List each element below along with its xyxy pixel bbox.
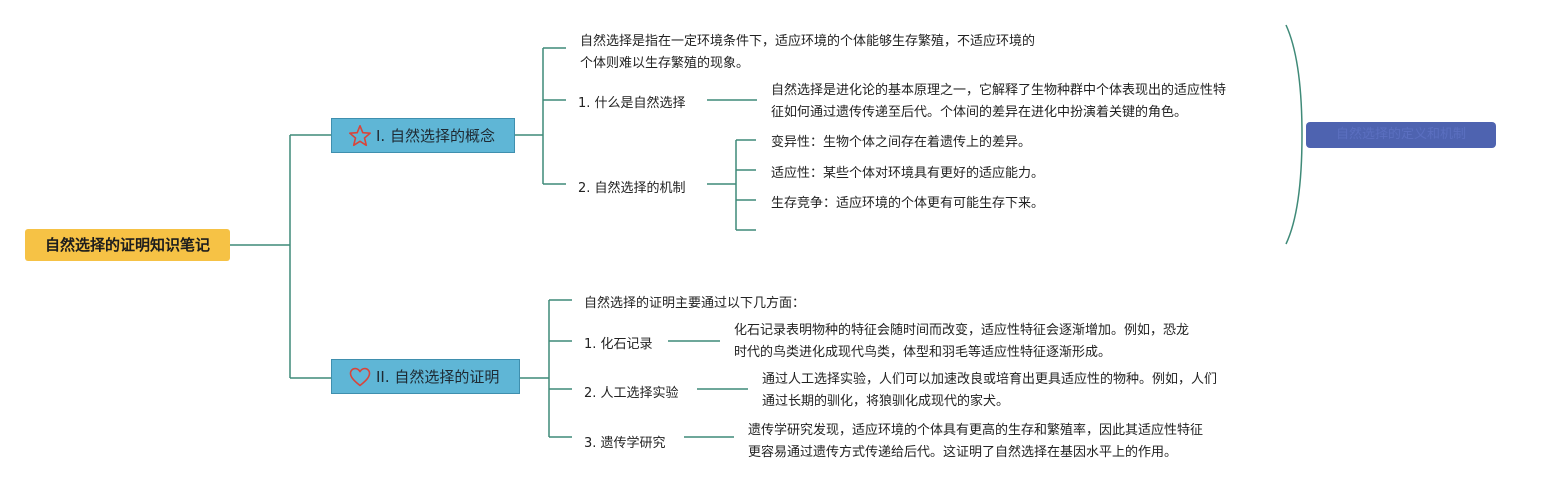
section1-node[interactable]: I. 自然选择的概念 [331,118,515,153]
connector-mechanism [707,139,756,231]
genetics-detail: 遗传学研究发现，适应环境的个体具有更高的生存和繁殖率，因此其适应性特征 更容易通… [748,423,1204,460]
mechanism-item: 适应性：某些个体对环境具有更好的适应能力。 [771,166,1045,181]
mechanism-item: 变异性：生物个体之间存在着遗传上的差异。 [771,135,1032,150]
summary-node[interactable]: 自然选择的定义和机制 [1306,122,1496,148]
section2-intro: 自然选择的证明主要通过以下几方面： [584,296,806,311]
connector-section1 [515,47,566,185]
artificial-label[interactable]: 2. 人工选择实验 [584,386,679,401]
section1-intro: 自然选择是指在一定环境条件下，适应环境的个体能够生存繁殖，不适应环境的 个体则难… [580,34,1036,71]
section1-title: I. 自然选择的概念 [376,127,495,145]
section2-title: II. 自然选择的证明 [376,368,500,386]
what-detail: 自然选择是进化论的基本原理之一，它解释了生物种群中个体表现出的适应性特 征如何通… [771,83,1227,120]
artificial-detail: 通过人工选择实验，人们可以加速改良或培育出更具适应性的物种。例如，人们 通过长期… [762,372,1218,409]
fossil-detail: 化石记录表明物种的特征会随时间而改变，适应性特征会逐渐增加。例如，恐龙 时代的鸟… [734,323,1190,360]
summary-brace [1285,24,1303,245]
root-node[interactable]: 自然选择的证明知识笔记 [25,229,230,261]
genetics-label[interactable]: 3. 遗传学研究 [584,436,666,451]
mechanism-label[interactable]: 2. 自然选择的机制 [578,181,686,196]
heart-icon [348,365,372,389]
connector-root [230,134,331,379]
star-icon [348,124,372,148]
section2-node[interactable]: II. 自然选择的证明 [331,359,520,394]
mechanism-item: 生存竞争：适应环境的个体更有可能生存下来。 [771,196,1045,211]
fossil-label[interactable]: 1. 化石记录 [584,337,653,352]
connector-section2 [520,299,572,438]
what-label[interactable]: 1. 什么是自然选择 [578,96,686,111]
